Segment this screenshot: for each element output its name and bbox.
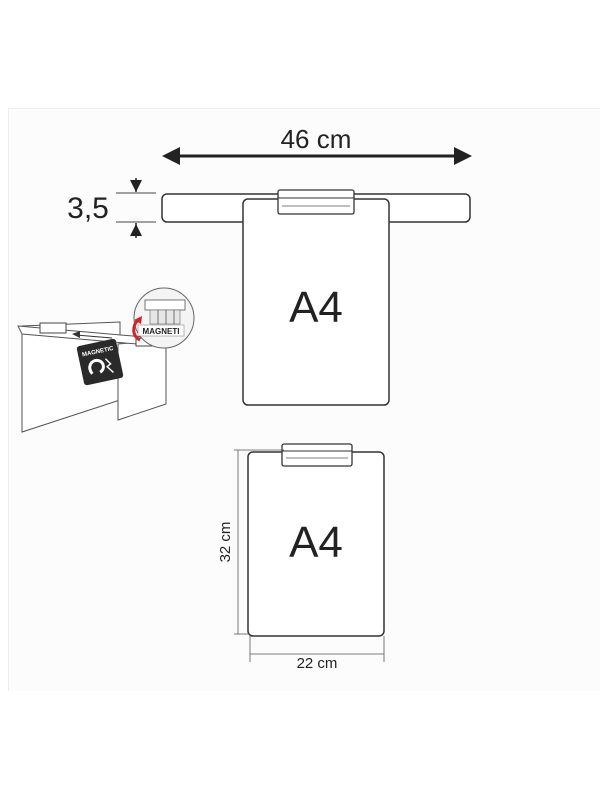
bottom-width-label: 22 cm bbox=[297, 655, 338, 672]
height-label: 32 cm bbox=[217, 522, 234, 563]
magnetic-illustration: MAGNETIC MAGNETI bbox=[17, 287, 195, 433]
clip-bottom bbox=[281, 443, 353, 467]
magnet-icon bbox=[88, 358, 105, 375]
magnetic-sticker: MAGNETIC bbox=[76, 338, 124, 386]
lightning-icon bbox=[104, 358, 114, 373]
top-view: 46 cm 3,5 A4 bbox=[67, 124, 472, 406]
clip-top bbox=[277, 189, 355, 215]
zoom-badge: MAGNETI bbox=[132, 287, 195, 349]
illustration-board-right bbox=[117, 339, 167, 421]
width-dimension-arrow bbox=[162, 147, 472, 165]
slide-arrow-icon bbox=[72, 331, 80, 338]
red-curved-arrow-icon bbox=[132, 318, 141, 342]
thickness-dimension bbox=[116, 178, 156, 238]
zoom-badge-text: MAGNETI bbox=[143, 327, 180, 336]
bottom-width-dimension bbox=[249, 636, 385, 662]
thickness-label: 3,5 bbox=[67, 192, 109, 225]
width-label: 46 cm bbox=[281, 124, 352, 154]
paper-size-label-bottom: A4 bbox=[289, 518, 343, 567]
paper-size-label-top: A4 bbox=[289, 283, 343, 332]
bottom-view: A4 32 cm 22 cm bbox=[217, 443, 385, 672]
illustration-clip-left bbox=[39, 322, 67, 334]
height-dimension bbox=[234, 449, 284, 635]
